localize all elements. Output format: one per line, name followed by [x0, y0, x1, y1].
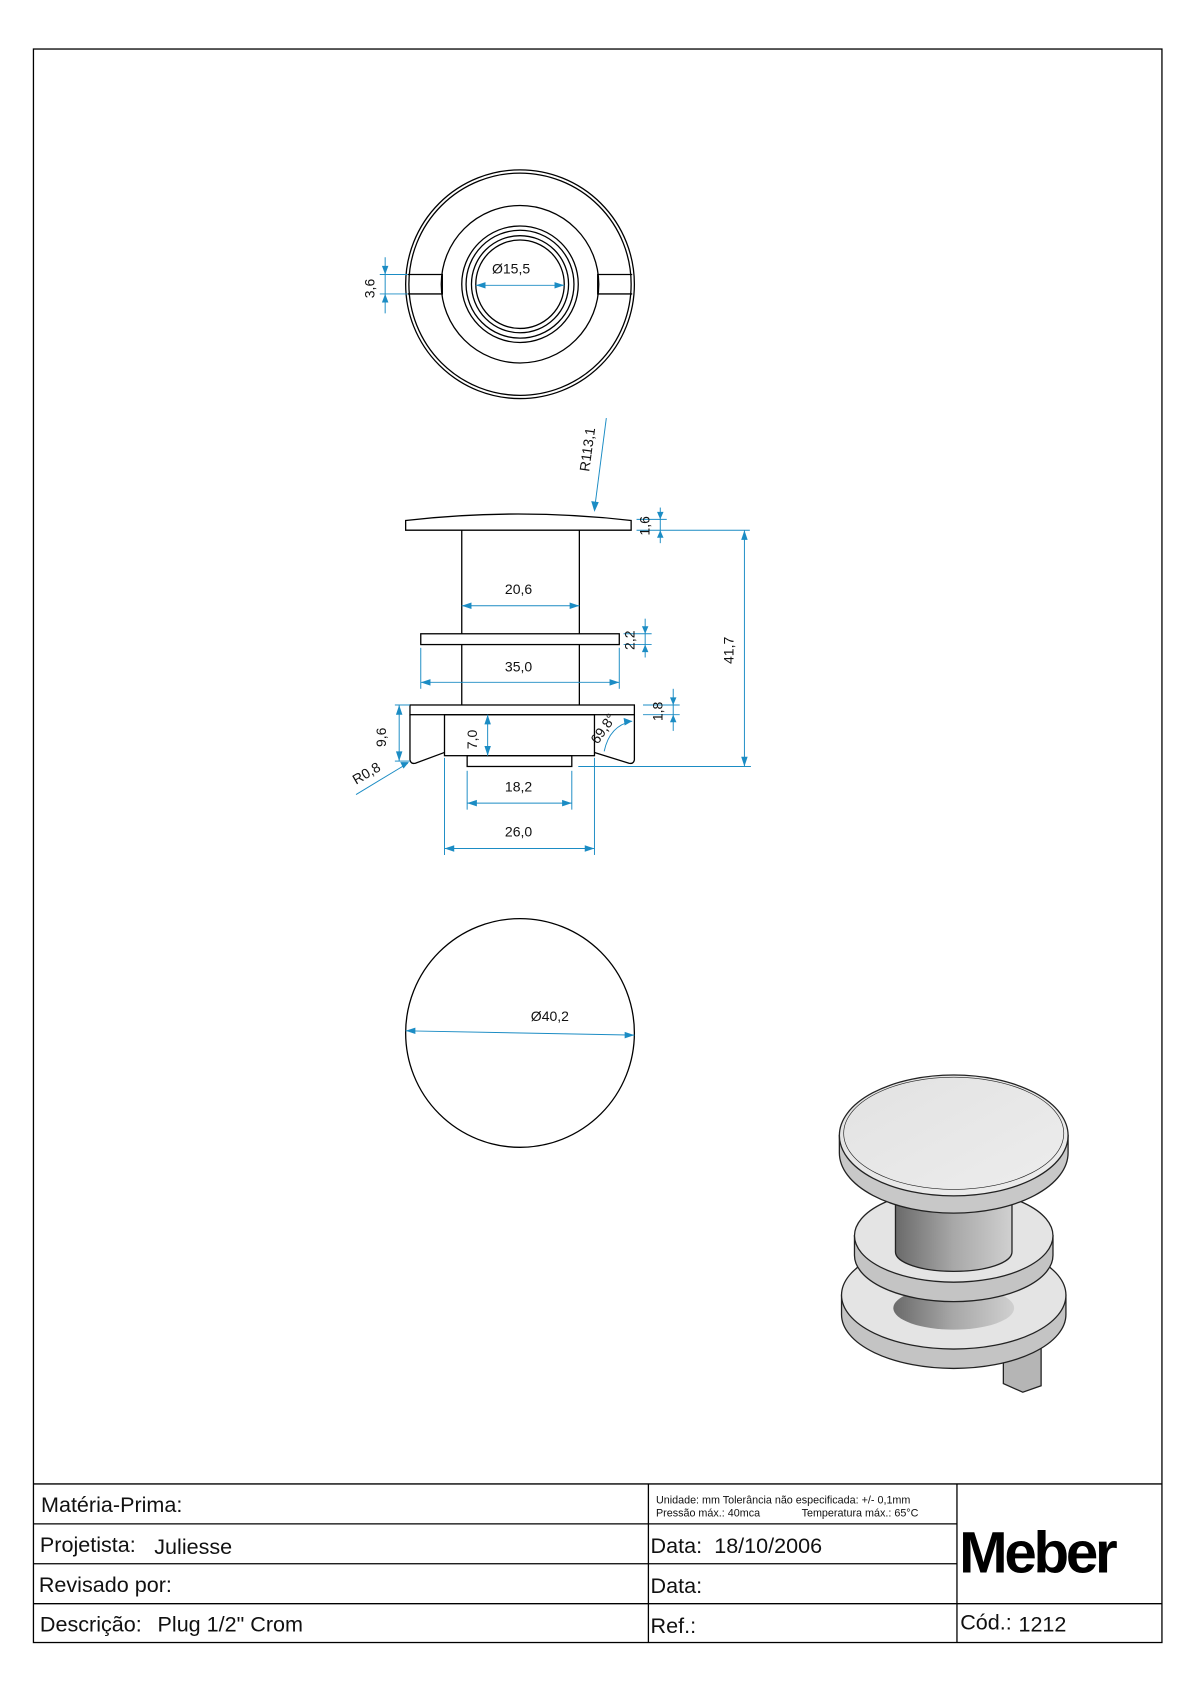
dim-outer-diameter: Ø40,2	[531, 1008, 569, 1024]
spec-line-2b: Temperatura máx.: 65°C	[802, 1507, 919, 1519]
dim-base-thickness: 1,8	[649, 701, 665, 721]
dim-base-height: 9,6	[373, 727, 389, 747]
meber-logo: Meber	[959, 1520, 1117, 1585]
side-view: R113,1 1,6 20,6 2,2 35,0 41,7	[350, 417, 751, 855]
cod-label: Cód.:	[960, 1610, 1012, 1635]
isometric-render	[838, 1074, 1069, 1393]
dim-top-radius: R113,1	[576, 426, 598, 472]
dim-stem-width: 20,6	[505, 581, 532, 597]
cod-value: 1212	[1018, 1612, 1066, 1637]
dim-slot: 3,6	[361, 279, 377, 299]
dim-corner-radius: R0,8	[350, 759, 384, 788]
revisado-label: Revisado por:	[39, 1572, 172, 1597]
dim-inner-height: 7,0	[464, 730, 480, 750]
projetista-label: Projetista:	[40, 1532, 136, 1557]
dim-flange-width: 35,0	[505, 659, 532, 675]
descricao-value: Plug 1/2" Crom	[158, 1612, 303, 1637]
projetista-value: Juliesse	[154, 1534, 232, 1559]
top-view: Ø15,5 3,6	[361, 169, 636, 400]
descricao-label: Descrição:	[40, 1612, 142, 1637]
data-revisao-label: Data:	[651, 1573, 703, 1598]
dim-inner-width: 26,0	[505, 824, 532, 840]
bottom-view: Ø40,2	[405, 917, 636, 1148]
spec-line-2a: Pressão máx.: 40mca	[656, 1507, 760, 1519]
materia-prima-label: Matéria-Prima:	[41, 1492, 182, 1517]
data-value: 18/10/2006	[714, 1533, 822, 1558]
dim-total-height: 41,7	[721, 637, 737, 664]
dim-flange-thickness: 2,2	[621, 630, 637, 650]
dim-cap-thickness: 1,6	[636, 516, 652, 536]
data-label: Data:	[651, 1533, 703, 1558]
sheet-border	[32, 48, 1163, 1644]
ref-label: Ref.:	[651, 1613, 697, 1638]
title-block: Matéria-Prima: Projetista: Juliesse Revi…	[33, 1483, 1162, 1643]
dim-bottom-width: 18,2	[505, 778, 532, 794]
dim-angle: 69,8°	[587, 711, 619, 747]
spec-line-1: Unidade: mm Tolerância não especificada:…	[656, 1494, 910, 1506]
dim-diameter-inner: Ø15,5	[492, 260, 530, 276]
